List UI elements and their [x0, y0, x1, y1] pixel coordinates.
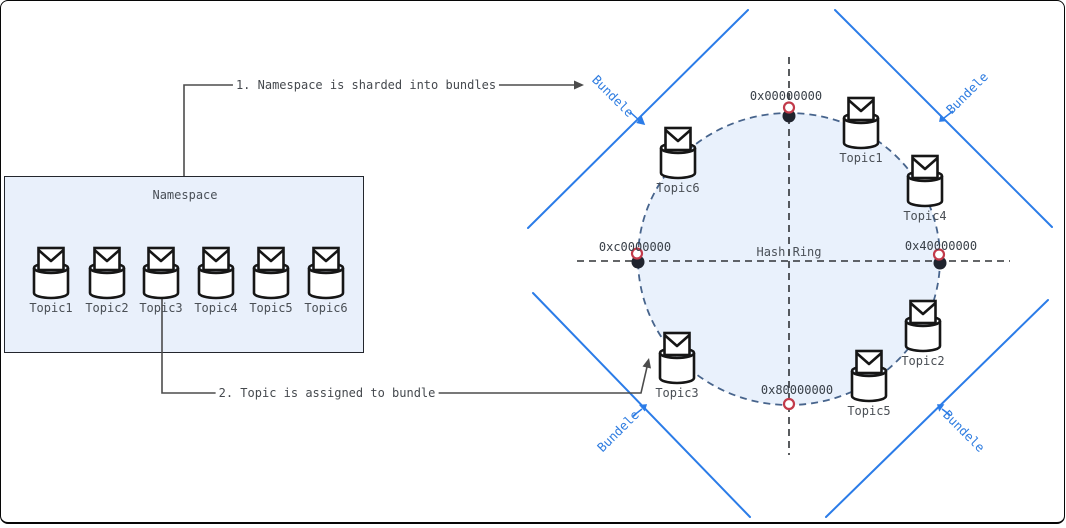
message-queue-icon	[655, 331, 699, 385]
ring-topic: Topic6	[650, 126, 706, 195]
hash-value-left: 0xc0000000	[598, 240, 672, 254]
ring-topic: Topic5	[841, 349, 897, 418]
leader-bottom-right	[941, 408, 951, 416]
namespace-topic: Topic1	[23, 246, 79, 315]
arrowhead-step1	[574, 80, 584, 90]
topic-label: Topic2	[901, 354, 945, 368]
hash-marker-top-ring	[782, 101, 796, 114]
leader-top-left	[629, 111, 641, 122]
leader-top-right	[943, 110, 954, 119]
topic-label: Topic6	[304, 301, 348, 315]
hash-marker-right-ring	[932, 248, 946, 261]
topic-label: Topic1	[29, 301, 73, 315]
namespace-topic: Topic3	[133, 246, 189, 315]
message-queue-icon	[139, 246, 183, 300]
hash-value-top: 0x00000000	[749, 89, 823, 103]
annotation-step2: 2. Topic is assigned to bundle	[215, 386, 439, 400]
annotation-step1: 1. Namespace is sharded into bundles	[232, 78, 500, 92]
message-queue-icon	[85, 246, 129, 300]
message-queue-icon	[656, 126, 700, 180]
topic-label: Topic3	[139, 301, 183, 315]
arrow-step1	[183, 80, 584, 176]
hash-marker-top-dot	[782, 109, 796, 123]
namespace-topic: Topic4	[188, 246, 244, 315]
message-queue-icon	[304, 246, 348, 300]
ring-topic: Topic4	[897, 154, 953, 223]
hash-value-bottom: 0x80000000	[760, 383, 834, 397]
message-queue-icon	[847, 349, 891, 403]
arrowhead-step2	[642, 358, 651, 369]
message-queue-icon	[249, 246, 293, 300]
topic-label: Topic4	[903, 209, 947, 223]
topic-label: Topic2	[85, 301, 129, 315]
message-queue-icon	[901, 299, 945, 353]
hash-value-right: 0x40000000	[904, 239, 978, 253]
ring-topic: Topic1	[833, 96, 889, 165]
hash-ring-title: Hash Ring	[756, 245, 822, 259]
topic-label: Topic5	[847, 404, 891, 418]
namespace-title: Namespace	[152, 188, 218, 202]
topic-label: Topic1	[839, 151, 883, 165]
namespace-topic: Topic2	[79, 246, 135, 315]
message-queue-icon	[194, 246, 238, 300]
message-queue-icon	[29, 246, 73, 300]
topic-label: Topic4	[194, 301, 238, 315]
message-queue-icon	[903, 154, 947, 208]
topic-label: Topic3	[655, 386, 699, 400]
namespace-topic: Topic5	[243, 246, 299, 315]
hash-marker-bottom-ring	[782, 397, 796, 411]
leader-bottom-left	[632, 408, 643, 417]
topic-label: Topic6	[656, 181, 700, 195]
message-queue-icon	[839, 96, 883, 150]
hash-marker-left-ring	[630, 247, 644, 260]
bundle-boundary-bottom-right	[825, 299, 1049, 518]
ring-topic: Topic2	[895, 299, 951, 368]
hash-markers	[630, 101, 947, 411]
topic-label: Topic5	[249, 301, 293, 315]
namespace-topic: Topic6	[298, 246, 354, 315]
ring-topic: Topic3	[649, 331, 705, 400]
